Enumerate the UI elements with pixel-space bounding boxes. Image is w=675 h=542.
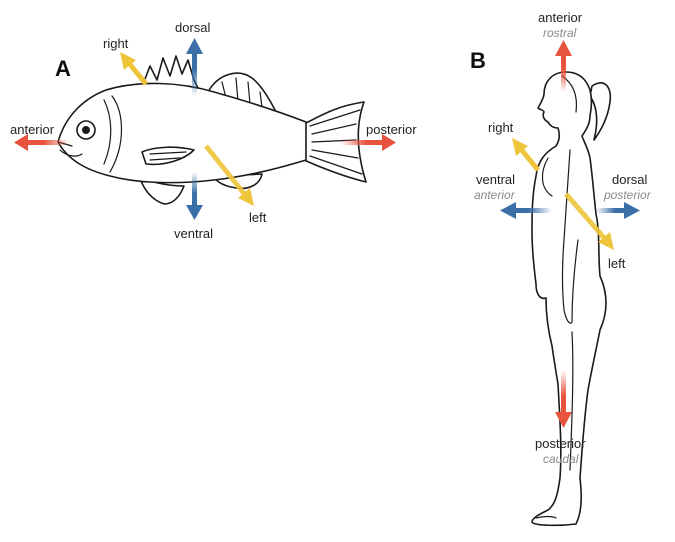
panel-a: A (10, 20, 417, 241)
human-right-label: right (488, 120, 514, 135)
human-arm (561, 149, 579, 324)
human-dorsal-label: dorsal (612, 172, 648, 187)
panel-b-letter: B (470, 48, 486, 73)
fish-right-label: right (103, 36, 129, 51)
fish-dorsal-arrow (186, 38, 203, 96)
fish-left-label: left (249, 210, 267, 225)
fish-ventral-arrow (186, 172, 203, 220)
panel-b: B (470, 10, 652, 527)
fish-posterior-label: posterior (366, 122, 417, 137)
fish-anterior-label: anterior (10, 122, 55, 137)
fish-gill-line (109, 95, 123, 173)
human-rostral-label: rostral (543, 26, 577, 40)
human-figure (531, 71, 612, 527)
human-anterior-arrow (555, 40, 572, 92)
human-dorsal-sub-label: posterior (603, 188, 652, 202)
fish-anterior-arrow (14, 134, 70, 151)
panel-a-letter: A (55, 56, 71, 81)
human-right-arrow (512, 138, 540, 172)
human-ventral-sub-label: anterior (474, 188, 516, 202)
human-body (531, 71, 607, 527)
fish-posterior-arrow (340, 134, 396, 151)
human-ventral-label: ventral (476, 172, 515, 187)
human-caudal-label: caudal (543, 452, 579, 466)
fish-left-arrow (204, 144, 254, 206)
fish-illustration (57, 55, 367, 205)
fish-dorsal-label: dorsal (175, 20, 211, 35)
fish-body (57, 82, 307, 184)
human-left-label: left (608, 256, 626, 271)
human-ventral-arrow (500, 202, 552, 219)
human-dorsal-arrow (596, 202, 640, 219)
human-posterior-label: posterior (535, 436, 586, 451)
human-posterior-arrow (555, 370, 572, 428)
fish-right-arrow (120, 52, 148, 86)
fish-pelvic-fin (139, 177, 185, 205)
human-ponytail (589, 82, 612, 141)
human-left-arrow (564, 192, 614, 250)
human-anterior-label: anterior (538, 10, 583, 25)
fish-ventral-label: ventral (174, 226, 213, 241)
